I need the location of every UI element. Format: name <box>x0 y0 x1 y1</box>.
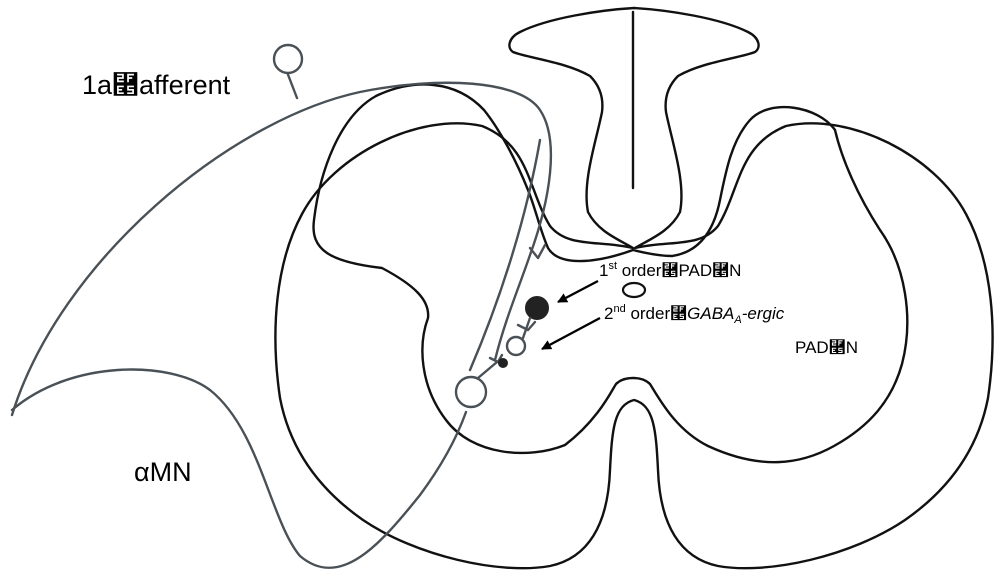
first-order-arrow <box>558 281 598 302</box>
gray-matter-outline <box>314 84 908 462</box>
afferent-root-stalk <box>287 72 297 98</box>
motoneuron-soma <box>456 377 486 407</box>
motoneuron-axon <box>12 370 466 568</box>
central-canal <box>623 283 645 297</box>
second-order-label-tail: PAD⿥N <box>795 338 858 357</box>
second-order-label: 2nd order⿥GABAA-ergic <box>604 303 785 326</box>
pad-axon-terminal <box>499 359 507 367</box>
afferent-label: 1a⿥afferent <box>82 70 231 100</box>
first-order-pad-interneuron <box>526 297 548 319</box>
first-order-label: 1st order⿥PAD⿥N <box>599 260 741 280</box>
second-order-pad-interneuron <box>507 337 525 355</box>
motoneuron-dendrite <box>478 362 497 378</box>
motoneuron-label: αMN <box>134 457 192 487</box>
afferent-fiber-long <box>12 83 551 415</box>
second-order-arrow <box>542 318 600 349</box>
afferent-ganglion-soma <box>274 45 302 73</box>
